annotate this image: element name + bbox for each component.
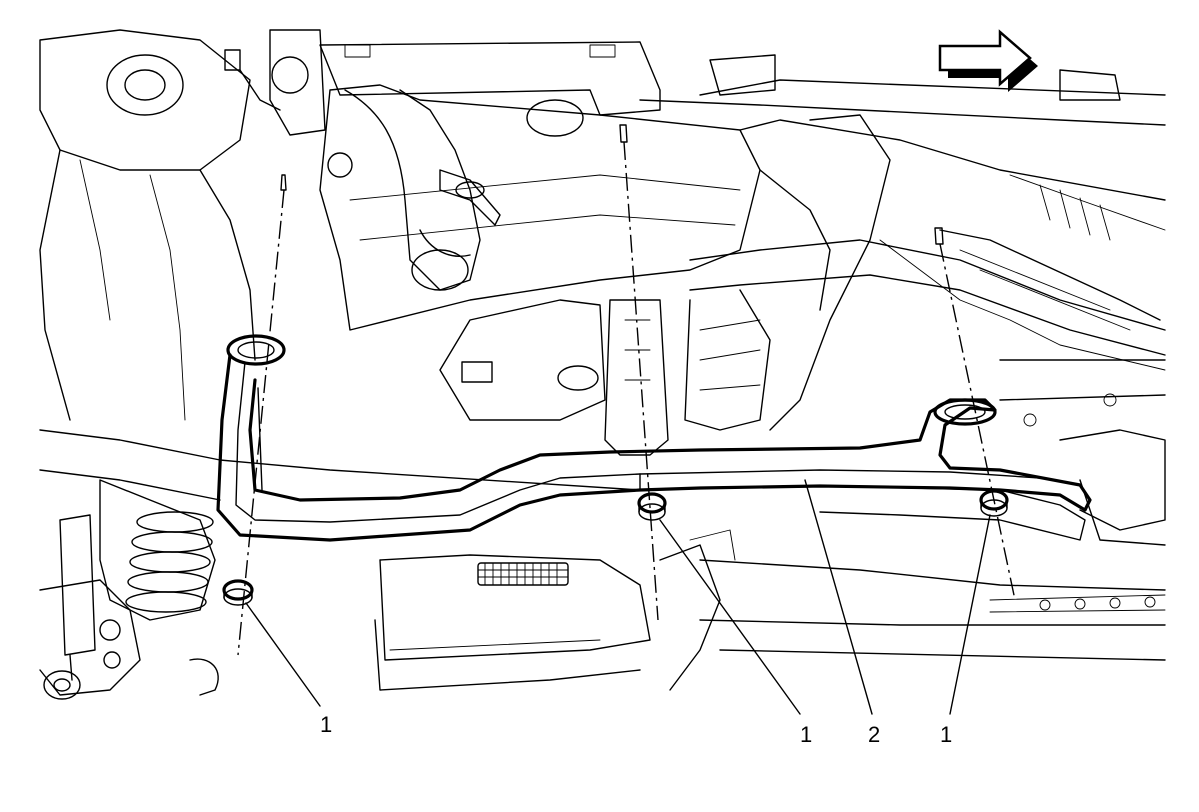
hanger-insulator-middle [637, 492, 667, 521]
callout-1-middle: 1 [800, 722, 812, 747]
exhaust-pipe-assembly [216, 334, 1092, 542]
forward-direction-arrow-icon [938, 29, 1038, 92]
coil-spring [125, 511, 214, 613]
hanger-alignment-lines [237, 124, 1016, 656]
callout-leaders [245, 479, 991, 715]
hanger-insulator-left [222, 579, 254, 606]
heat-shield-grille [477, 562, 569, 586]
callout-2: 2 [868, 722, 880, 747]
vehicle-underbody-background [39, 29, 1166, 700]
callout-1-right: 1 [940, 722, 952, 747]
callout-1-left: 1 [320, 712, 332, 737]
